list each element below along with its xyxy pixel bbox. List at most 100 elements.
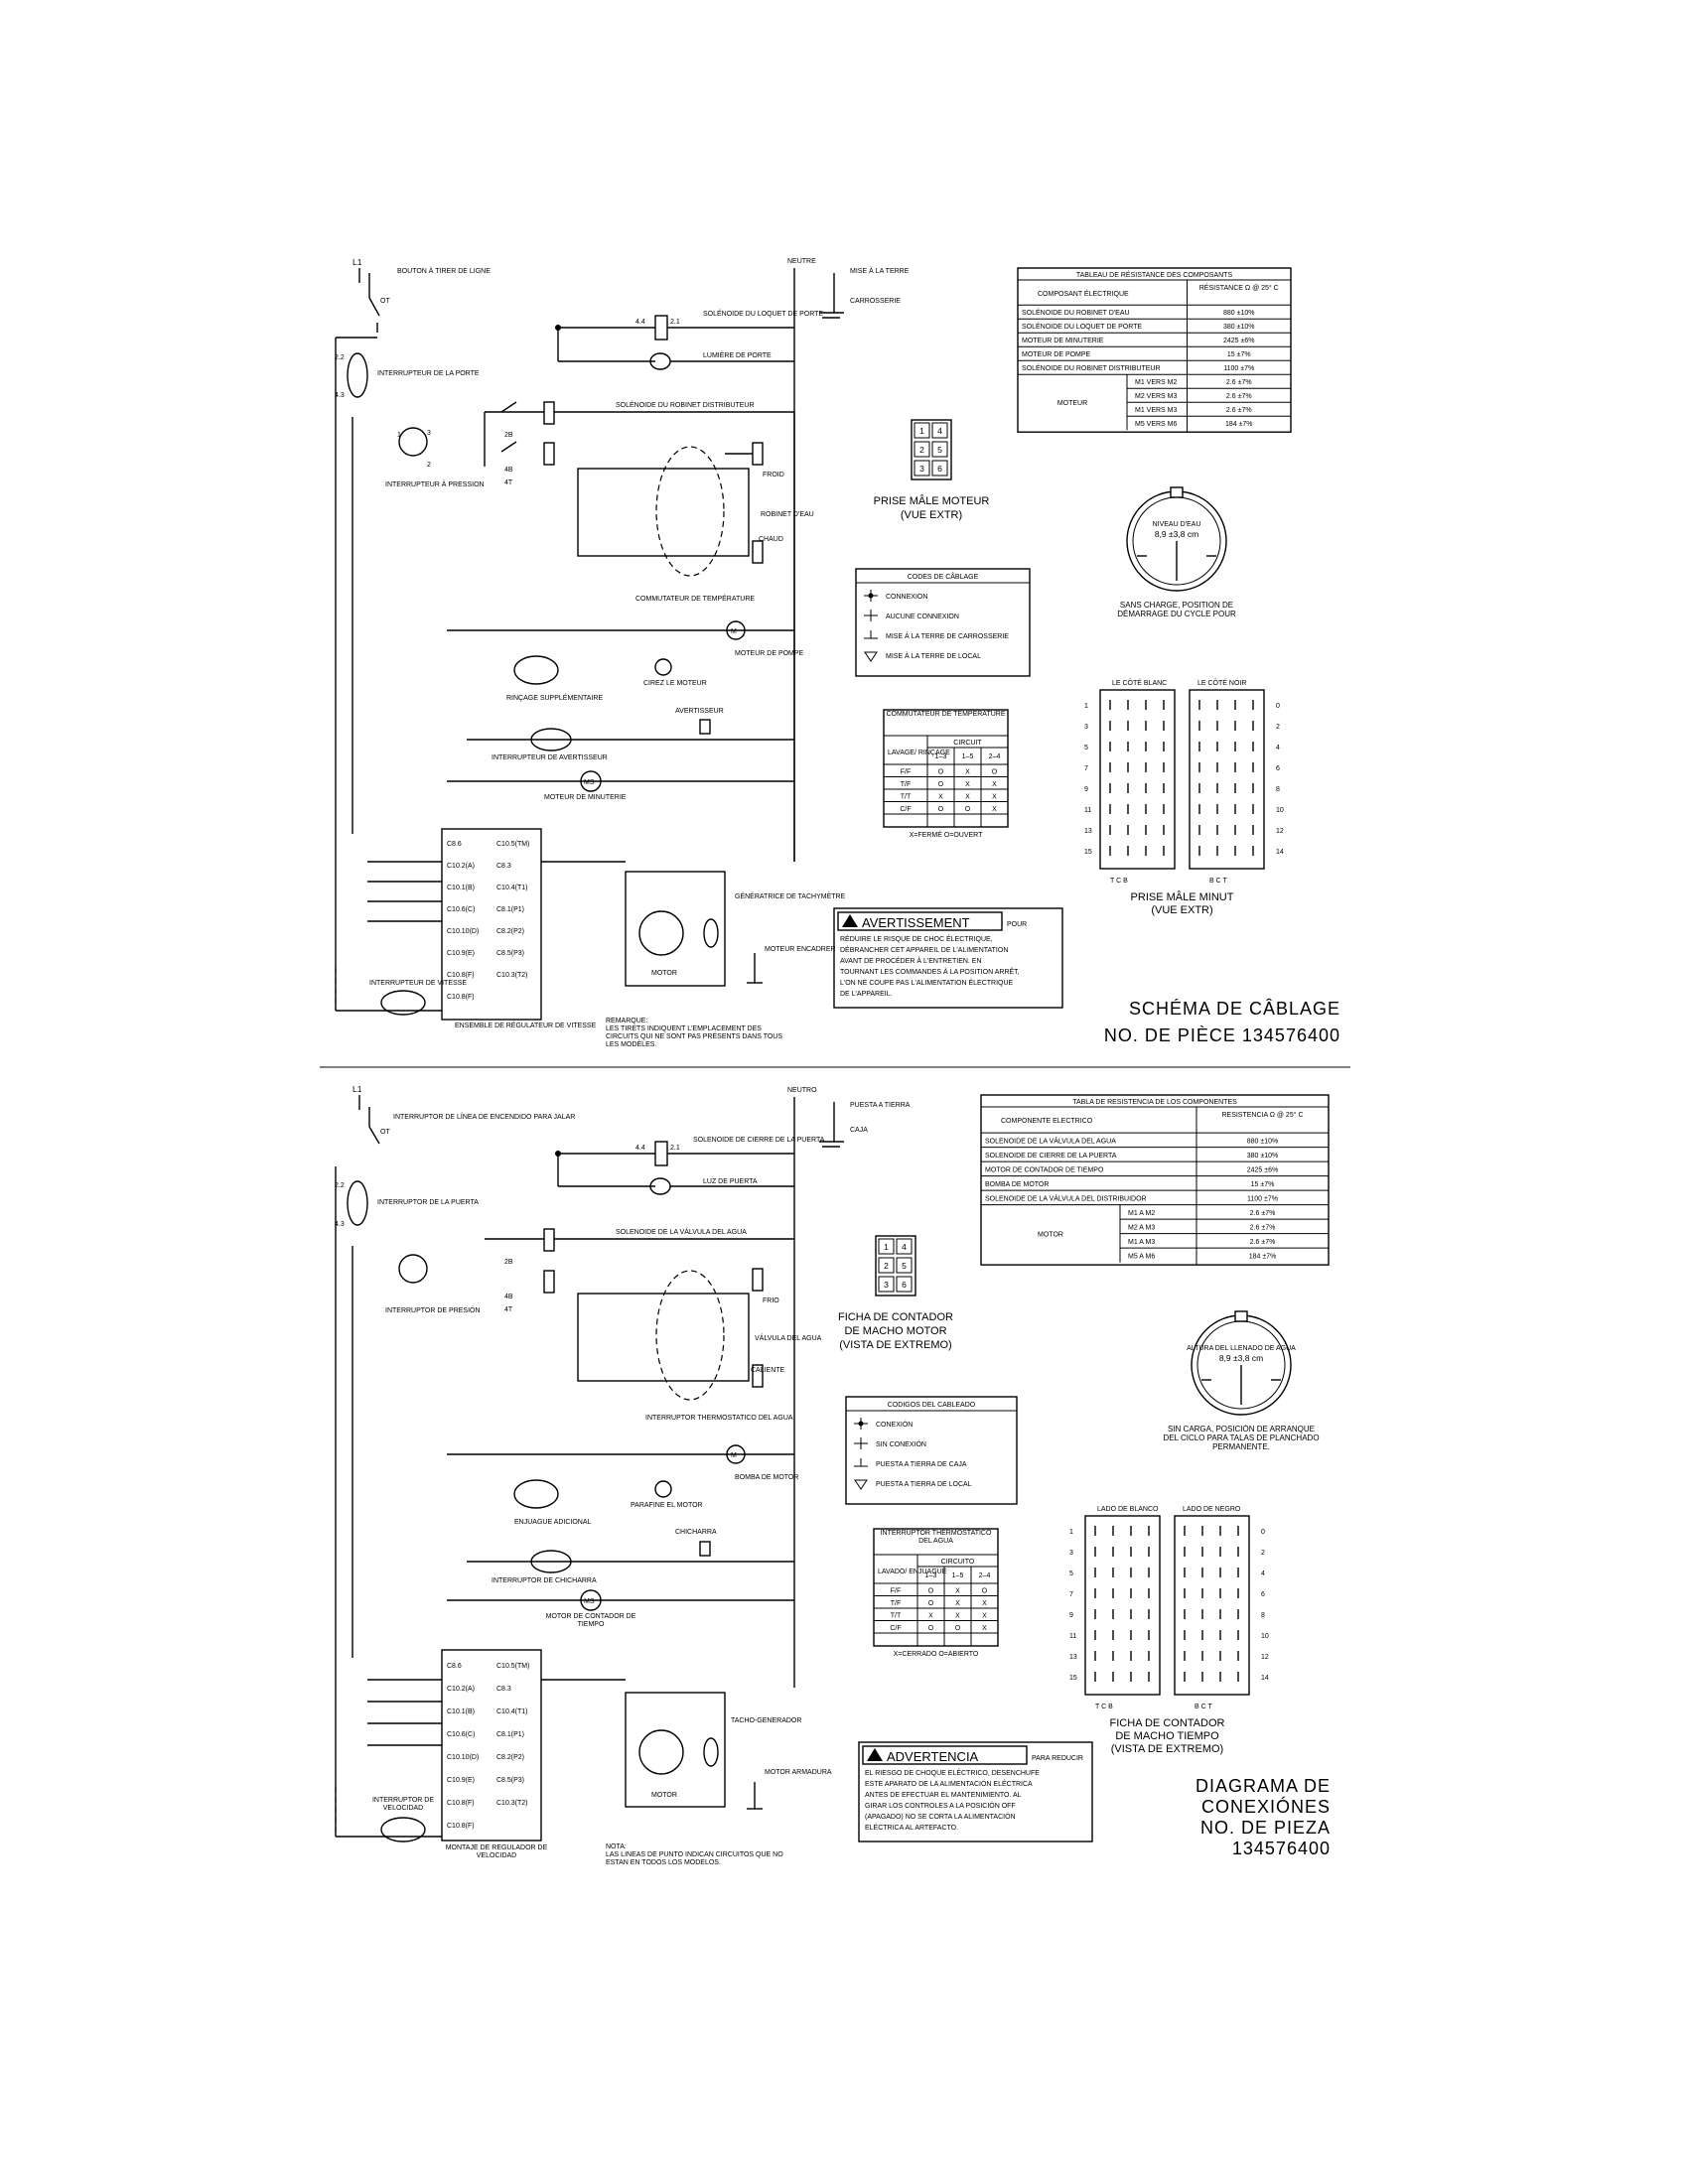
- table-cell: 2.6 ±7%: [1250, 1225, 1276, 1232]
- plug-caption: (VISTA DE EXTREMO): [839, 1339, 951, 1351]
- codes-item: PUESTA A TIERRA DE LOCAL: [876, 1481, 972, 1488]
- temp-table-cell: O: [938, 769, 944, 776]
- timer-plug-bottom: T C B: [1095, 1704, 1113, 1710]
- buzzer-switch: [530, 728, 572, 751]
- table-cell: 2.6 ±7%: [1226, 379, 1252, 386]
- svg-text:4.3: 4.3: [335, 392, 345, 399]
- temp-switch-block: [577, 468, 750, 557]
- table-title: TABLEAU DE RÉSISTANCE DES COMPOSANTS: [1076, 270, 1233, 279]
- timer-pin-number: 12: [1261, 1654, 1269, 1661]
- warning-line: RÉDUIRE LE RISQUE DE CHOC ÉLECTRIQUE,: [840, 934, 993, 943]
- warning-line: AVANT DE PROCÉDER À L'ENTRETIEN. EN: [840, 956, 982, 965]
- timer-pin-number: 8: [1276, 786, 1280, 793]
- warning-line: EL RIESGO DE CHOQUE ELÉCTRICO, DESENCHUF…: [865, 1768, 1040, 1777]
- solenoide-distributeur-label: SOLÉNOIDE DU ROBINET DISTRIBUTEUR: [616, 400, 755, 409]
- svg-text:OT: OT: [380, 298, 390, 305]
- table-header: RÉSISTANCE Ω @ 25° C: [1199, 283, 1279, 292]
- warning-line: GIRAR LOS CONTROLES A LA POSICIÓN OFF: [865, 1801, 1016, 1810]
- table-cell: SOLENOIDE DE CIERRE DE LA PUERTA: [985, 1153, 1117, 1160]
- regulator-pin-label: C10.4(T1): [496, 1708, 528, 1715]
- warning-line: DE L'APPAREIL.: [840, 991, 893, 998]
- table-cell: M1 A M2: [1128, 1210, 1155, 1217]
- temp-table-cell: X: [955, 1613, 960, 1620]
- temp-table-title: INTERRUPTOR THERMOSTATICO DEL AGUA: [880, 1530, 992, 1545]
- nota-text: LAS LINEAS DE PUNTO INDICAN CIRCUITOS QU…: [606, 1851, 783, 1866]
- regulator-pin-label: C10.8(F): [447, 1800, 475, 1807]
- codes-title: CODIGOS DEL CABLEADO: [888, 1402, 976, 1409]
- plug-pin: 3: [884, 1280, 889, 1290]
- regulator-pin-label: C10.8(F): [447, 994, 475, 1001]
- timer-pin-number: 4: [1261, 1570, 1265, 1577]
- temp-table-col: 1–3: [925, 1572, 937, 1579]
- buzzer: [699, 719, 711, 735]
- table-cell: 2.6 ±7%: [1226, 407, 1252, 414]
- codes-item: PUESTA A TIERRA DE CAJA: [876, 1461, 967, 1468]
- regulator-pin-label: C8.6: [447, 1663, 462, 1670]
- caja-label: CAJA: [850, 1127, 868, 1134]
- regulator-pin-label: C10.9(E): [447, 1777, 475, 1784]
- timer-pin-number: 3: [1084, 724, 1088, 731]
- fr-temp-switch-table: COMMUTATEUR DE TEMPÉRATURECIRCUITLAVAGE/…: [883, 709, 1009, 839]
- timer-pin-number: 9: [1084, 786, 1088, 793]
- table-header: COMPONENTE ELECTRICO: [1001, 1118, 1093, 1125]
- pressure-switch: [398, 427, 428, 457]
- timer-plug-side: LADO DE BLANCO: [1097, 1506, 1159, 1513]
- temp-table-legend: X=CERRADO O=ABIERTO: [894, 1651, 979, 1658]
- timer-plug-caption: (VISTA DE EXTREMO): [1111, 1743, 1223, 1755]
- speed-regulator-es: [441, 1649, 542, 1842]
- svg-text:2: 2: [427, 462, 431, 469]
- temp-table-cell: X: [965, 769, 970, 776]
- svg-text:3: 3: [427, 430, 431, 437]
- motor-label: MOTOR: [651, 970, 677, 977]
- temp-table-cell: X: [965, 794, 970, 801]
- hot-valve-es: [752, 1364, 764, 1388]
- plug-pin: 5: [937, 445, 942, 455]
- svg-text:4B: 4B: [504, 1294, 513, 1300]
- temp-table-rowhead: LAVADO/ ENJUAGUE: [878, 1569, 947, 1575]
- svg-text:M: M: [731, 1452, 737, 1459]
- temp-table-cell: T/T: [901, 794, 912, 801]
- interruptor-puerta-label: INTERRUPTOR DE LA PUERTA: [377, 1199, 479, 1206]
- remarque-text: LES TIRETS INDIQUENT L'EMPLACEMENT DES C…: [606, 1025, 783, 1048]
- timer-pin-number: 2: [1261, 1550, 1265, 1557]
- timer-pin-number: 5: [1084, 745, 1088, 751]
- temp-table-cell: O: [955, 1625, 961, 1632]
- pump-motor: [726, 620, 746, 640]
- l1-label-es: L1: [352, 1084, 362, 1094]
- level-value: 8,9 ±3,8 cm: [1155, 529, 1198, 539]
- carrosserie-label: CARROSSERIE: [850, 298, 901, 305]
- es-resistance-table: TABLA DE RESISTENCIA DE LOS COMPONENTESC…: [980, 1094, 1330, 1266]
- table-cell: 2.6 ±7%: [1250, 1239, 1276, 1246]
- temp-table-cell: X: [992, 806, 997, 813]
- interrupteur-avertisseur-label: INTERRUPTEUR DE AVERTISSEUR: [492, 754, 608, 761]
- hot-valve: [752, 540, 764, 564]
- timer-pin-number: 2: [1276, 724, 1280, 731]
- regulator-pin-label: C10.2(A): [447, 863, 475, 870]
- table-cell: 380 ±10%: [1247, 1153, 1278, 1160]
- temp-table-cell: O: [965, 806, 971, 813]
- svg-text:4.4: 4.4: [635, 1145, 645, 1152]
- temp-table-cell: X: [982, 1625, 987, 1632]
- temp-table-cell: C/F: [890, 1625, 901, 1632]
- temp-table-cell: O: [992, 769, 998, 776]
- regulator-pin-label: C8.3: [496, 1686, 511, 1693]
- timer-pin-number: 1: [1069, 1529, 1073, 1536]
- temp-table-legend: X=FERMÉ O=OUVERT: [910, 830, 984, 839]
- codes-item: CONEXIÓN: [876, 1420, 913, 1429]
- regulator-pin-label: C8.2(P2): [496, 928, 524, 935]
- plug-pin: 3: [919, 464, 924, 474]
- svg-text:2B: 2B: [504, 1259, 513, 1266]
- regulator-pin-label: C10.3(T2): [496, 972, 528, 979]
- ensemble-regulateur-label: ENSEMBLE DE RÉGULATEUR DE VITESSE: [455, 1021, 597, 1029]
- tacho-generador-label: TACHO-GENERADOR: [731, 1717, 801, 1724]
- regulator-pin-label: C10.2(A): [447, 1686, 475, 1693]
- timer-pin-number: 7: [1069, 1591, 1073, 1598]
- timer-pin-number: 9: [1069, 1612, 1073, 1619]
- plug-pin: 6: [937, 464, 942, 474]
- temp-table-title: COMMUTATEUR DE TEMPÉRATURE: [886, 711, 1006, 718]
- svg-text:4B: 4B: [504, 467, 513, 474]
- warning-suffix: PARA REDUCIR: [1032, 1755, 1083, 1762]
- timer-pin-number: 0: [1276, 703, 1280, 710]
